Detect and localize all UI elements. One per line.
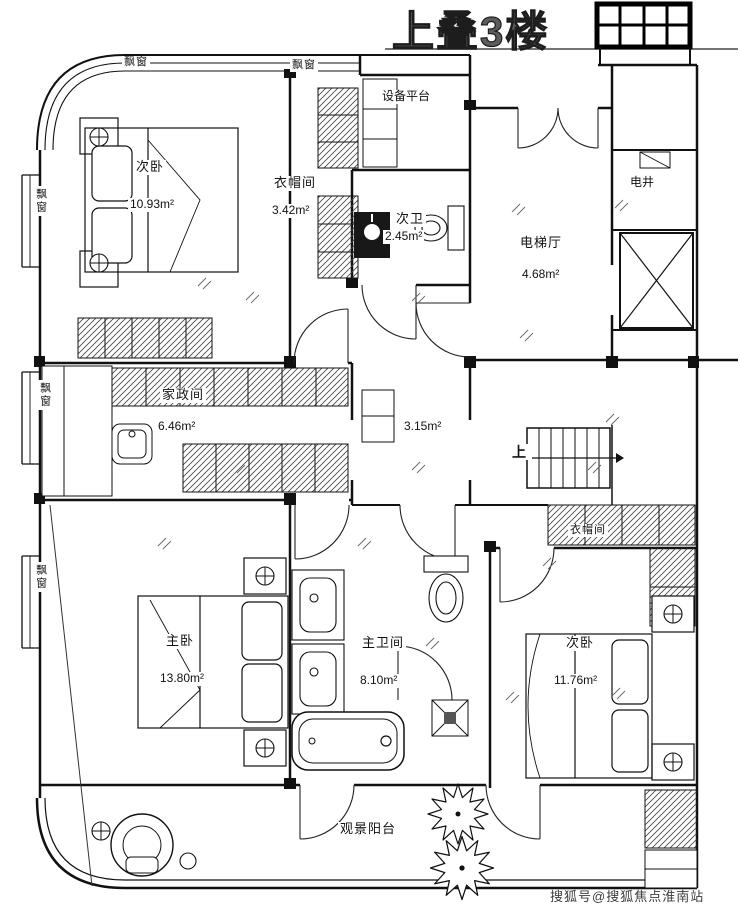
elevator-icon [619,151,694,329]
doors [293,107,599,840]
toilet-master-bath [423,555,469,623]
room-area-housekeeping: 6.46m² [156,419,198,434]
corridor-area-label: 3.15m² [402,419,444,434]
closet-right-label: 衣帽间 [568,524,608,537]
corridor-cabinet [361,389,395,443]
stairs-icon [526,427,624,489]
bay-window-label-left-1: 飘窗 [34,186,47,216]
bed-master-bedroom [137,557,289,767]
room-name-master-bedroom: 主卧 [164,633,197,649]
vanity-master-bath [291,569,345,715]
stairs-up-label: 上 [510,444,529,461]
room-name-elevator-hall: 电梯厅 [518,235,565,251]
bay-window-label-top-1: 飘窗 [122,56,150,69]
room-name-bedroom-top: 次卧 [134,159,167,175]
columns [34,69,699,789]
laundry-counter [41,365,153,497]
room-area-bedroom-top: 10.93m² [128,197,177,212]
room-name-master-bath: 主卫间 [360,635,407,651]
room-area-bedroom-right: 11.76m² [552,673,600,688]
lounge-chair-icon [110,813,197,877]
room-name-bath-second: 次卫 [394,211,427,227]
room-name-cloakroom-top: 衣帽间 [272,175,319,191]
floor-plan-title: 上叠3楼 [391,7,550,55]
bathtub-icon [291,711,405,771]
room-area-bath-second: 2.45m² [383,229,425,244]
room-area-master-bedroom: 13.80m² [158,671,207,686]
bed-right-bedroom [525,595,695,781]
tree-icon [429,835,495,901]
outer-walls [35,47,699,890]
electric-shaft-label: 电井 [628,175,657,190]
bay-windows [21,174,40,649]
room-name-bedroom-right: 次卧 [564,635,597,651]
balcony-label: 观景阳台 [338,821,399,837]
bay-window-label-top-2: 飘窗 [290,59,318,72]
room-area-elevator-hall: 4.68m² [520,267,562,282]
shower-drain-icon [431,699,469,737]
bay-window-label-left-3: 飘窗 [34,562,47,592]
room-area-cloakroom-top: 3.42m² [270,203,312,218]
room-area-master-bath: 8.10m² [358,673,400,688]
room-name-housekeeping: 家政间 [160,387,207,403]
equipment-platform-label: 设备平台 [380,89,433,104]
watermark: 搜狐号@搜狐焦点淮南站 [550,889,705,904]
bay-window-label-left-2: 飘窗 [38,380,51,410]
tree-icon [427,783,489,845]
window-grid-icon [594,1,693,50]
